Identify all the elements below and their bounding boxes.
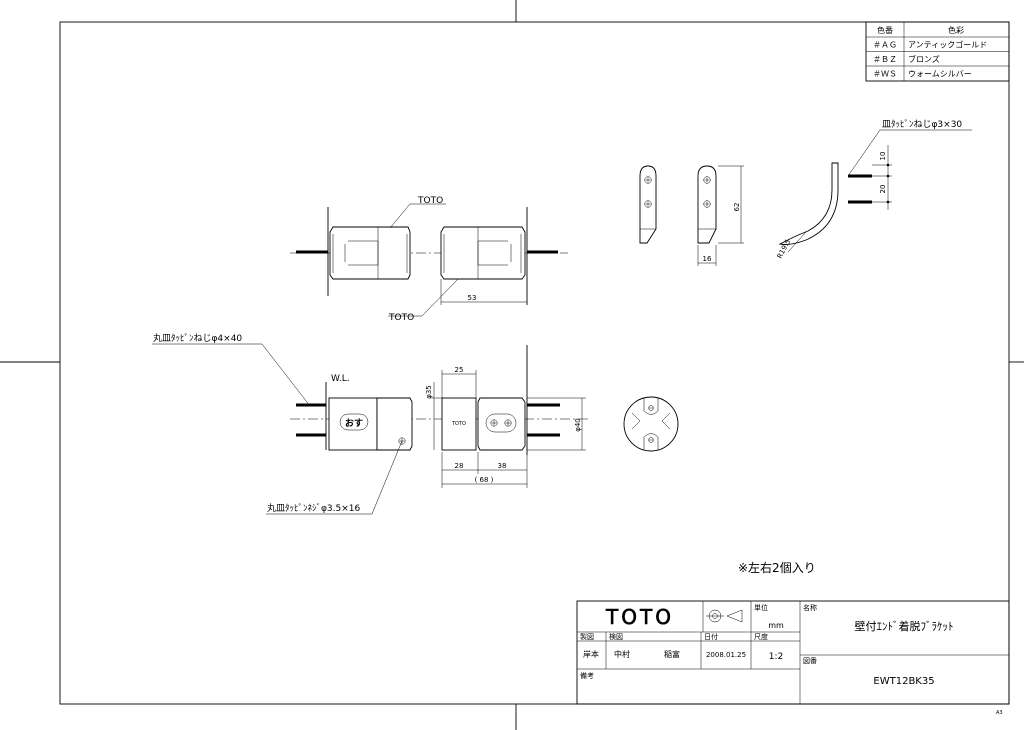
checked-label: 検図 [609,632,623,641]
color-table-header-color: 色彩 [948,25,964,35]
color-code-ws: ＃ＷＳ [873,70,897,79]
dim-38: 38 [498,462,507,470]
label-toto-lower: TOTO [388,313,414,323]
dim-20: 20 [879,185,887,194]
front-view-bracket: おす W.L. TOTO 25 φ35 φ40 28 [152,332,590,515]
label-toto-upper: TOTO [417,196,443,206]
dim-16: 16 [703,255,712,263]
dim-53: 53 [468,294,477,302]
color-code-bz: ＃ＢＺ [873,55,897,64]
remarks-label: 備考 [580,671,594,680]
label-wl: W.L. [331,374,350,384]
projection-symbol [706,609,743,623]
color-name-ag: アンティックゴールド [908,40,987,50]
label-screw-round-dish-3-5x16: 丸皿ﾀｯﾋﾟﾝﾈｼﾞφ3.5×16 [267,502,361,514]
top-view-bracket-pair: 53 TOTO TOTO [290,196,568,323]
drawn-label: 製図 [580,632,594,641]
product-name: 壁付ｴﾝﾄﾞ着脱ﾌﾞﾗｹｯﾄ [855,619,954,633]
color-name-ws: ウォームシルバー [908,70,972,79]
dim-25: 25 [455,366,464,374]
label-screw-round-dish-4x40: 丸皿ﾀｯﾋﾟﾝねじφ4×40 [153,332,242,344]
dim-62: 62 [733,203,741,212]
color-table-header-code: 色番 [877,25,893,35]
logo-toto: TOTO [605,605,674,629]
dim-68: ( 68 ) [475,476,494,484]
unit-label: 単位 [754,603,768,612]
checked-value: 中村 [614,649,630,659]
date-value: 2008.01.25 [706,651,746,659]
drawing-no-label: 図番 [803,657,817,665]
dim-phi40: φ40 [574,418,582,432]
sheet-size: A3 [996,710,1003,716]
color-code-ag: ＃ＡＧ [873,41,897,50]
label-osu: おす [345,418,363,429]
title-block: TOTO 単位 mm 名称 壁付ｴﾝﾄﾞ着脱ﾌﾞﾗｹｯﾄ 製図 岸本 検図 中村… [576,600,1010,705]
hook-section-view: 皿ﾀｯﾋﾟﾝねじφ3×30 10 20 R19.5 [776,119,972,260]
label-screw-dish-3x30: 皿ﾀｯﾋﾟﾝねじφ3×30 [882,119,962,130]
drawing-no-value: EWT12BK35 [873,676,934,687]
name-label: 名称 [803,603,817,612]
end-view-circle [623,396,679,452]
unit-value: mm [768,621,784,630]
color-table: 色番 色彩 ＃ＡＧ アンティックゴールド ＃ＢＺ ブロンズ ＃ＷＳ ウォームシル… [865,21,1010,82]
side-view-bracket: 62 16 [639,165,744,266]
note-pair-included: ※左右2個入り [738,560,816,575]
label-toto-small: TOTO [451,421,466,427]
dim-28: 28 [455,462,464,470]
approved-value: 稲富 [664,649,680,659]
date-label: 日付 [704,632,718,641]
color-name-bz: ブロンズ [908,54,940,64]
drawn-value: 岸本 [583,649,599,659]
dim-phi35: φ35 [425,385,433,399]
dim-r19-5: R19.5 [776,238,793,260]
scale-label: 尺度 [754,632,768,641]
scale-value: 1:2 [769,652,783,662]
dim-10: 10 [879,152,887,161]
